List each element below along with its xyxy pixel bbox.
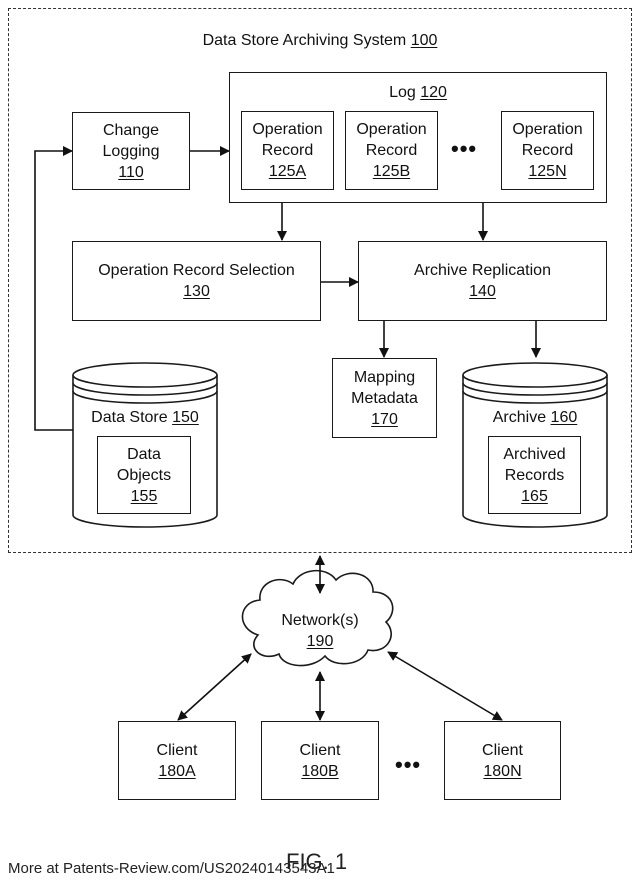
network-label: Network(s) 190 (262, 610, 378, 652)
records-ellipsis: ••• (451, 136, 477, 162)
change-logging-box: Change Logging 110 (72, 112, 190, 190)
operation-record-n: Operation Record 125N (501, 111, 594, 190)
network-title: Network(s) (262, 610, 378, 631)
archive-replication-box: Archive Replication 140 (358, 241, 607, 321)
archived-records-line2: Records (489, 465, 580, 486)
client-b-title: Client (262, 740, 378, 761)
clients-ellipsis: ••• (395, 752, 421, 778)
data-store-title-text: Data Store (91, 409, 167, 426)
data-store-title: Data Store 150 (73, 407, 217, 428)
change-logging-ref: 110 (118, 162, 144, 183)
client-a-ref: 180A (158, 761, 195, 782)
data-store-ref: 150 (172, 409, 199, 426)
mapping-ref: 170 (371, 409, 398, 430)
record-n-line1: Operation (502, 119, 593, 140)
log-ref: 120 (420, 84, 447, 101)
record-a-ref: 125A (269, 161, 306, 182)
mapping-line1: Mapping (333, 367, 436, 388)
record-n-ref: 125N (528, 161, 566, 182)
client-n-title: Client (445, 740, 560, 761)
record-b-ref: 125B (373, 161, 410, 182)
client-a-box: Client 180A (118, 721, 236, 800)
client-n-box: Client 180N (444, 721, 561, 800)
record-n-line2: Record (502, 140, 593, 161)
client-a-title: Client (119, 740, 235, 761)
system-title-text: Data Store Archiving System (203, 32, 407, 49)
client-b-box: Client 180B (261, 721, 379, 800)
log-title: Log (389, 84, 416, 101)
client-n-ref: 180N (483, 761, 521, 782)
record-b-line1: Operation (346, 119, 437, 140)
selection-title: Operation Record Selection (73, 260, 320, 281)
system-title: Data Store Archiving System 100 (150, 30, 490, 51)
operation-record-b: Operation Record 125B (345, 111, 438, 190)
operation-record-a: Operation Record 125A (241, 111, 334, 190)
archive-ref: 160 (551, 409, 578, 426)
mapping-metadata-box: Mapping Metadata 170 (332, 358, 437, 438)
replication-title: Archive Replication (359, 260, 606, 281)
change-logging-line1: Change (73, 120, 189, 141)
data-objects-box: Data Objects 155 (97, 436, 191, 514)
selection-ref: 130 (183, 281, 210, 302)
record-a-line1: Operation (242, 119, 333, 140)
system-ref: 100 (411, 32, 438, 49)
mapping-line2: Metadata (333, 388, 436, 409)
network-ref: 190 (307, 631, 334, 652)
archive-title: Archive 160 (463, 407, 607, 428)
replication-ref: 140 (469, 281, 496, 302)
archived-records-ref: 165 (521, 486, 548, 507)
record-b-line2: Record (346, 140, 437, 161)
record-a-line2: Record (242, 140, 333, 161)
archive-title-text: Archive (493, 409, 546, 426)
change-logging-line2: Logging (73, 141, 189, 162)
archived-records-box: Archived Records 165 (488, 436, 581, 514)
archived-records-line1: Archived (489, 444, 580, 465)
client-b-ref: 180B (301, 761, 338, 782)
operation-record-selection-box: Operation Record Selection 130 (72, 241, 321, 321)
data-objects-ref: 155 (131, 486, 158, 507)
data-objects-line2: Objects (98, 465, 190, 486)
data-objects-line1: Data (98, 444, 190, 465)
source-footer: More at Patents-Review.com/US20240143543… (8, 860, 335, 877)
